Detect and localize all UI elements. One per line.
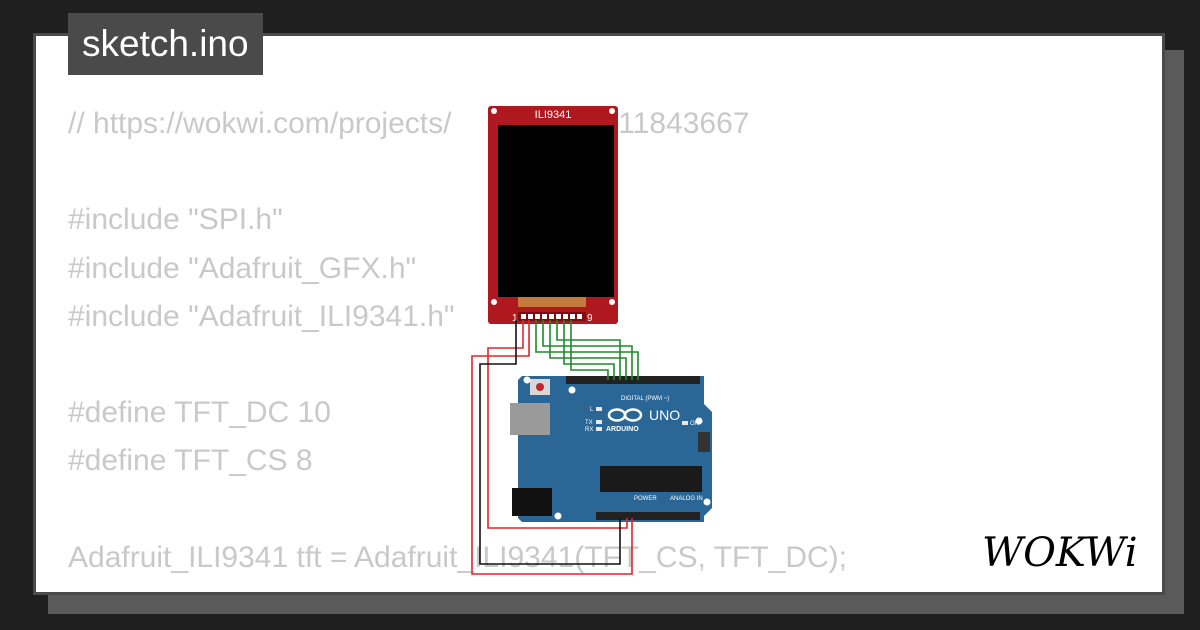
power-label: POWER [634,496,657,502]
led-label-tx: TX [585,420,593,426]
wire-vcc [487,320,628,529]
mount-hole-icon [703,498,711,506]
wire-dc [549,320,627,380]
wire-cs [535,320,639,380]
mount-hole-icon [491,108,497,114]
led-tx [596,420,602,424]
code-line: #define TFT_CS 8 [68,444,313,478]
display-pin-header [518,312,586,321]
reset-button-cap[interactable] [536,383,544,391]
digital-header[interactable] [566,376,700,384]
wires [471,320,639,575]
wire-gnd [479,320,621,565]
analog-label: ANALOG IN [670,496,703,502]
digital-label: DIGITAL (PWM ~) [621,396,669,402]
atmega-chip [600,466,702,492]
code-line: #include "Adafruit_ILI9341.h" [68,299,455,333]
wire-led [471,320,633,575]
display-screen [498,125,614,297]
mount-hole-icon [554,512,562,520]
code-line: #include "SPI.h" [68,203,283,237]
mount-hole-icon [491,299,497,305]
ili9341-display[interactable]: ILI9341 1 9 [488,106,618,324]
arduino-uno-board[interactable]: UNO ARDUINO DIGITAL (PWM ~) POWER ANALOG… [510,376,712,522]
power-analog-header[interactable] [596,512,700,520]
board-brand-label: ARDUINO [606,426,639,433]
mount-hole-icon [609,299,615,305]
code-listing: // https://wokwi.com/projects/ 923621184… [68,100,847,582]
icsp-header [698,432,710,452]
board-model-label: UNO [649,407,680,423]
led-on [682,421,688,425]
led-rx [596,427,602,431]
mount-hole-icon [568,386,576,394]
display-ribbon [518,297,586,307]
wire-miso [570,320,609,380]
on-label: ON [690,421,699,427]
wire-mosi [556,320,621,380]
file-tab-label: sketch.ino [82,23,249,64]
wokwi-logo: WOKWi [982,530,1138,576]
wire-reset [542,320,633,380]
mount-hole-icon [695,417,703,425]
led-label-l: L [590,407,594,413]
wire-sck [563,320,615,380]
code-line: #include "Adafruit_GFX.h" [68,251,417,285]
usb-port [510,403,550,435]
mount-hole-icon [523,376,531,384]
display-label: ILI9341 [535,109,572,121]
led-l [596,407,602,411]
led-label-rx: RX [585,427,593,433]
code-line: Adafruit_ILI9341 tft = Adafruit_ILI9341(… [68,540,847,574]
file-tab[interactable]: sketch.ino [68,13,263,75]
wokwi-logo-text: WOKWi [982,530,1138,576]
display-pin-first: 1 [512,313,518,324]
power-jack [512,488,552,516]
display-pin-last: 9 [587,313,593,324]
arduino-infinity-logo [607,408,643,422]
mount-hole-icon [609,108,615,114]
code-line: #define TFT_DC 10 [68,396,331,430]
